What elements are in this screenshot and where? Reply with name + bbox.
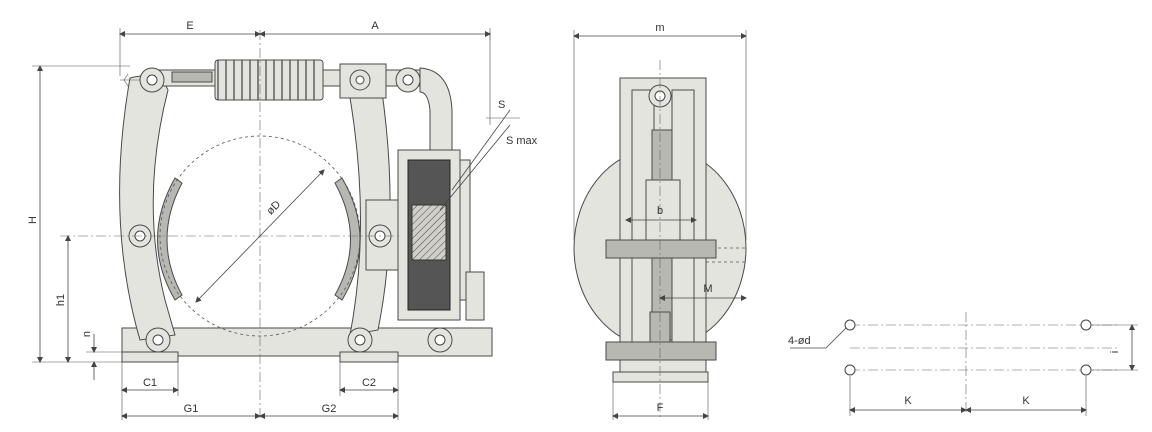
label-b: b (657, 205, 663, 217)
label-A: A (371, 20, 379, 32)
s-leader (451, 109, 511, 191)
diameter-leader (195, 169, 325, 303)
left-brake-shoe (157, 177, 183, 301)
side-base (612, 371, 709, 383)
side-view: m b M F (573, 22, 748, 420)
label-holes-4-d: 4-ød (788, 335, 811, 347)
side-bottom-shaft (605, 341, 717, 361)
label-K-right: K (1022, 395, 1030, 407)
right-brake-shoe (334, 177, 361, 301)
label-H: H (27, 216, 39, 224)
label-G1: G1 (184, 403, 199, 415)
mount-hole-1 (844, 319, 856, 331)
label-S: S (498, 99, 505, 111)
thruster-core (411, 204, 447, 261)
base-foot-right (339, 351, 399, 363)
base-foot-left (121, 351, 179, 363)
front-view: E A S S max H h1 n øD C1 C2 G1 G2 (27, 20, 538, 420)
label-K-left: K (904, 395, 912, 407)
side-cross-shaft (605, 239, 717, 259)
thruster-side-plate (459, 159, 471, 301)
mounting-hole-plan: 4-ød i K K (788, 312, 1138, 416)
mount-hole-4 (1080, 364, 1092, 376)
label-C2: C2 (362, 377, 376, 389)
label-S-max: S max (506, 135, 538, 147)
label-M: M (703, 283, 712, 295)
mount-hole-3 (844, 364, 856, 376)
thruster-bracket (465, 271, 485, 321)
label-C1: C1 (143, 377, 157, 389)
mount-hole-2 (1080, 319, 1092, 331)
main-spring (214, 59, 324, 101)
spring-rod (171, 71, 213, 83)
label-n: n (81, 331, 93, 337)
label-E: E (186, 20, 193, 32)
actuator-arm (419, 67, 453, 151)
label-i: i (1109, 351, 1121, 353)
label-G2: G2 (322, 403, 337, 415)
label-h1: h1 (55, 294, 67, 306)
label-m: m (655, 22, 664, 34)
s-max-leader (439, 124, 511, 211)
label-F: F (657, 402, 664, 414)
